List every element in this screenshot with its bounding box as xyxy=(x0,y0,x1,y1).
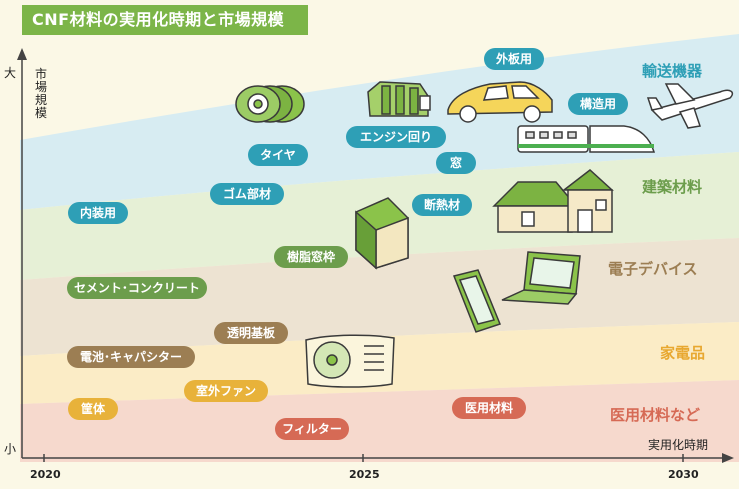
smartphone-illustration xyxy=(452,269,501,333)
diagram-title: CNF材料の実用化時期と市場規模 xyxy=(22,5,308,35)
pill-structural: 構造用 xyxy=(568,93,628,115)
category-appliances: 家電品 xyxy=(660,344,706,362)
pill-window: 窓 xyxy=(436,152,476,174)
pill-outdoor-fan: 室外ファン xyxy=(184,380,268,402)
tire-illustration xyxy=(235,85,305,123)
pill-insulation: 断熱材 xyxy=(412,194,472,216)
category-transport: 輸送機器 xyxy=(642,62,703,80)
pill-exterior-panel: 外板用 xyxy=(484,48,544,70)
category-medical: 医用材料など xyxy=(610,406,701,424)
laptop-illustration xyxy=(501,251,581,305)
x-axis-label: 実用化時期 xyxy=(648,438,709,452)
pill-casing: 筐体 xyxy=(68,398,118,420)
x-tick-2020: 2020 xyxy=(30,468,61,481)
x-axis-arrow xyxy=(722,453,734,463)
pill-battery-capacitor: 電池･キャパシター xyxy=(67,346,195,368)
airplane-illustration xyxy=(646,83,734,129)
y-axis-high-label: 大 xyxy=(4,66,17,80)
y-axis-label: 市場規模 xyxy=(35,67,48,120)
house-illustration xyxy=(492,169,614,233)
pill-rubber-parts: ゴム部材 xyxy=(210,183,284,205)
category-electronics: 電子デバイス xyxy=(608,260,698,278)
ac-unit-illustration xyxy=(305,334,395,388)
pill-transparent-substrate: 透明基板 xyxy=(214,322,288,344)
pill-interior: 内装用 xyxy=(68,202,128,224)
category-building: 建築材料 xyxy=(642,178,703,196)
x-tick-2030: 2030 xyxy=(668,468,699,481)
band-transport xyxy=(20,34,739,210)
insulation-illustration xyxy=(355,197,409,270)
pill-resin-window-frame: 樹脂窓枠 xyxy=(274,246,348,268)
engine-illustration xyxy=(367,81,431,117)
pill-cement-concrete: セメント･コンクリート xyxy=(67,277,207,299)
pill-medical-materials: 医用材料 xyxy=(452,397,526,419)
x-tick-2025: 2025 xyxy=(349,468,380,481)
car-illustration xyxy=(447,81,553,123)
pill-engine: エンジン回り xyxy=(346,126,446,148)
y-axis-arrow xyxy=(17,48,27,60)
train-illustration xyxy=(517,125,655,153)
pill-filter: フィルター xyxy=(275,418,349,440)
y-axis-low-label: 小 xyxy=(4,442,17,456)
pill-tire: タイヤ xyxy=(248,144,308,166)
